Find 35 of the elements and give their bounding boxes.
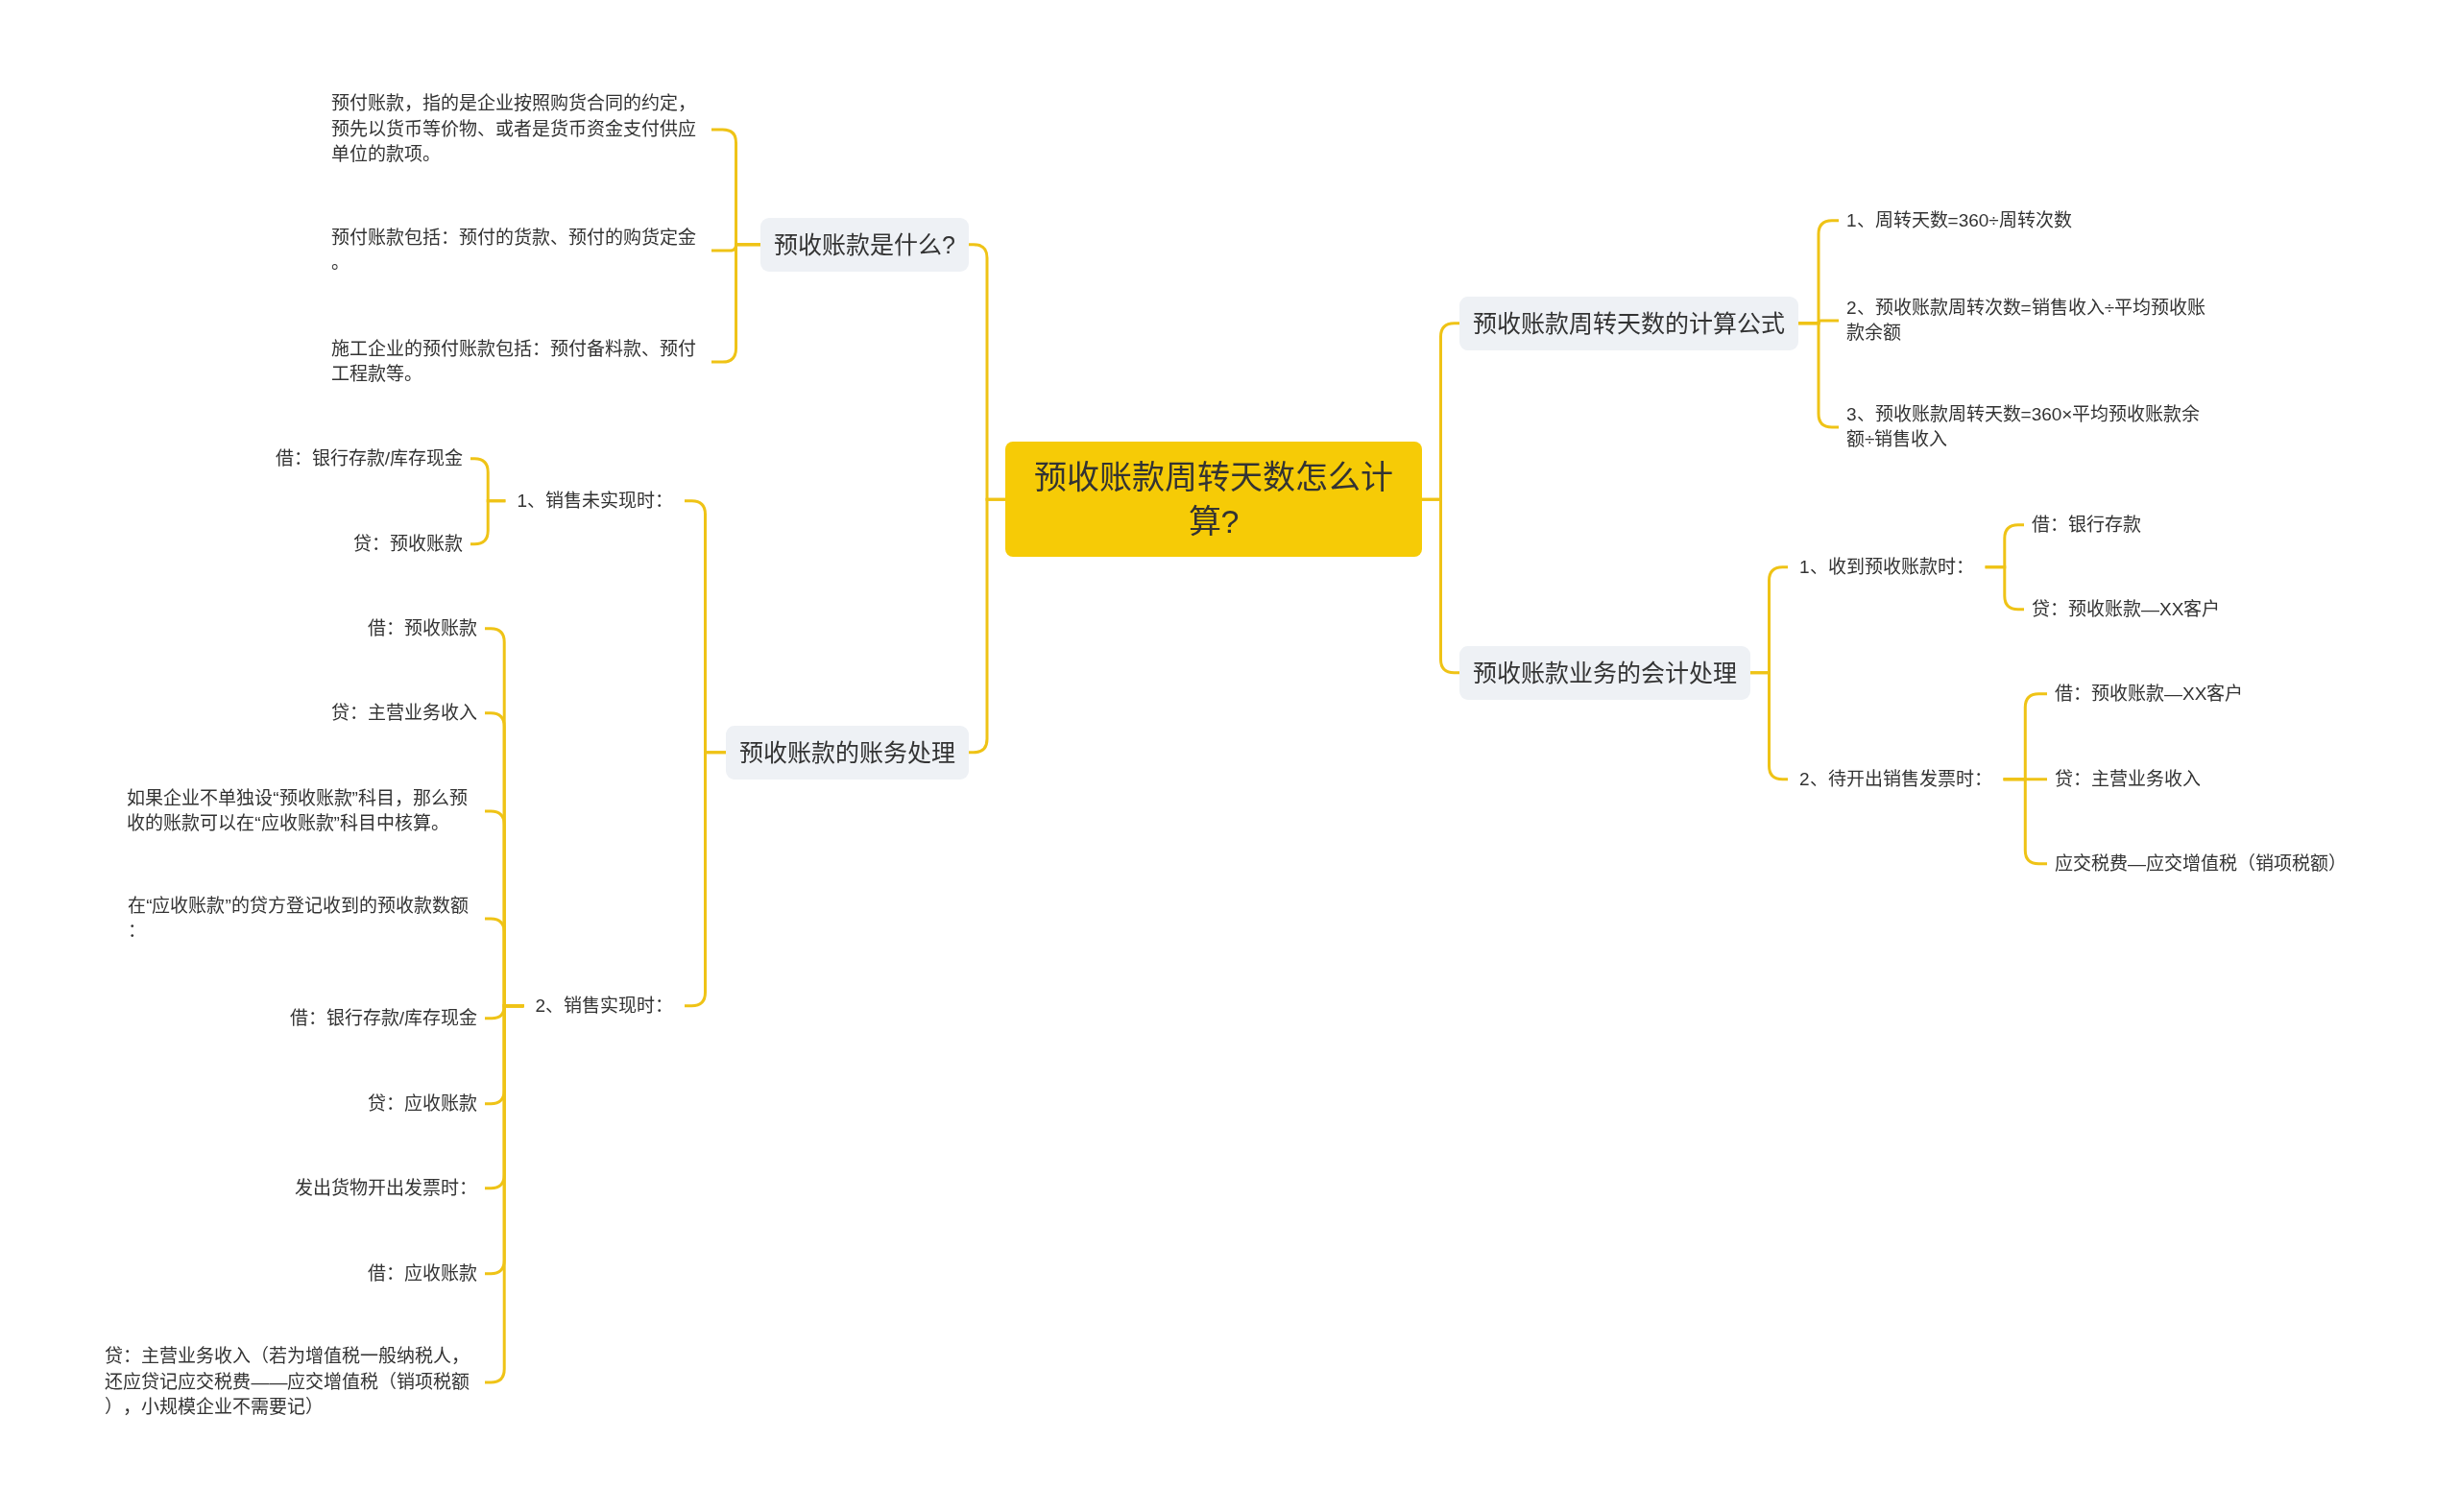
connector-line <box>470 499 506 546</box>
note-text: 发出货物开出发票时： <box>287 1175 485 1202</box>
note-text: 3、预收账款周转天数=360×平均预收账款余额÷销售收入 <box>1839 401 2223 453</box>
subtopic-text: 2、待开出销售发票时： <box>1788 766 2004 793</box>
note-text: 贷：预收账款—XX客户 <box>2024 596 2229 623</box>
central-topic: 预收账款周转天数怎么计算? <box>1005 442 1422 558</box>
note-text: 如果企业不单独设“预收账款”科目，那么预收的账款可以在“应收账款”科目中核算。 <box>119 785 485 837</box>
note-text: 预付账款包括：预付的货款、预付的购货定金。 <box>324 225 711 276</box>
topic-box: 预收账款是什么? <box>760 217 969 272</box>
connector-line <box>969 497 1005 755</box>
note-text: 贷：主营业务收入（若为增值税一般纳税人，还应贷记应交税费——应交增值税（销项税额），小规模企业不需要记） <box>97 1344 485 1421</box>
topic-box: 预收账款周转天数的计算公式 <box>1459 296 1798 350</box>
note-text: 借：预收账款—XX客户 <box>2047 681 2252 708</box>
topic-box: 预收账款业务的会计处理 <box>1459 645 1750 700</box>
note-text: 2、预收账款周转次数=销售收入÷平均预收账款余额 <box>1839 295 2223 347</box>
note-text: 贷：主营业务收入 <box>324 700 485 727</box>
note-text: 预付账款，指的是企业按照购货合同的约定，预先以货币等价物、或者是货币资金支付供应单位的款项。 <box>324 91 711 168</box>
subtopic-text: 1、销售未实现时： <box>505 488 685 515</box>
note-text: 贷：主营业务收入 <box>2047 766 2208 793</box>
note-text: 在“应收账款”的贷方登记收到的预收款数额： <box>120 893 485 945</box>
subtopic-text: 1、收到预收账款时： <box>1788 554 1986 581</box>
note-text: 借：银行存款 <box>2024 512 2149 539</box>
subtopic-text: 2、销售实现时： <box>523 993 685 1020</box>
connector-line <box>1985 565 2024 612</box>
note-text: 应交税费—应交增值税（销项税额） <box>2047 851 2354 877</box>
note-text: 借：预收账款 <box>360 615 485 642</box>
note-text: 贷：预收账款 <box>346 531 470 558</box>
connector-line <box>485 1004 524 1384</box>
note-text: 1、周转天数=360÷周转次数 <box>1839 207 2080 234</box>
note-text: 借：银行存款/库存现金 <box>267 445 470 472</box>
note-text: 借：应收账款 <box>360 1260 485 1287</box>
topic-box: 预收账款的账务处理 <box>726 725 969 780</box>
note-text: 施工企业的预付账款包括：预付备料款、预付工程款等。 <box>324 336 711 388</box>
note-text: 贷：应收账款 <box>360 1091 485 1117</box>
note-text: 借：银行存款/库存现金 <box>281 1005 485 1032</box>
